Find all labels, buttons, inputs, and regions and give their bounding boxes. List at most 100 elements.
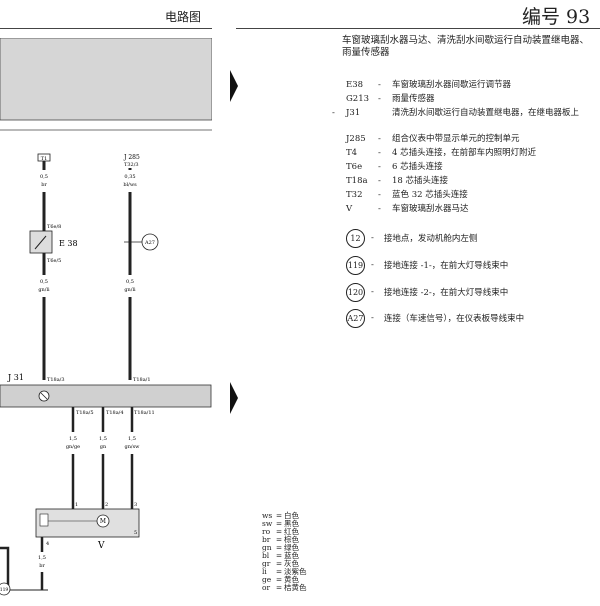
wire-1-mid-size: 0,5 [40,279,48,285]
legend-desc: 18 芯插头连接 [392,176,449,186]
color-eq: = [275,519,283,528]
motor-v-switch [39,513,49,527]
legend-code: T32 [346,190,363,200]
legend-dash: - [378,176,381,186]
legend-code: E38 [346,80,364,90]
pin-t18a11: T18a/11 [134,410,155,416]
color-code-item: gn=绿色 [262,544,299,552]
color-code-item: ws=白色 [262,512,299,520]
color-name: 黄色 [284,575,299,584]
wire-2-label-bg [122,170,138,192]
ground-legend-desc: 接地点，发动机舱内左侧 [383,234,478,244]
color-code: sw [262,519,273,528]
ground-circle-icon: 12 [346,228,365,248]
legend-desc: 清洗刮水间歇运行自动装置继电器，在继电器板上 [392,108,580,118]
pin-t18a5: T18a/5 [76,410,94,416]
color-name: 蓝色 [284,551,299,560]
ground-legend-desc: 接地连接 -1-，在前大灯导线束中 [383,261,509,271]
ground-wire-color: br [39,563,45,569]
legend-item: T18a-18 芯插头连接 [346,176,448,187]
wire-1-mid-label-bg [38,275,50,297]
out-2-label-bg [96,432,110,454]
color-code: or [262,583,271,592]
out-1-label-bg [64,432,83,454]
page-arrow-icon [230,382,238,414]
color-eq: = [275,567,283,576]
j31-relay-bar [0,384,212,408]
legend-dash: - [378,134,381,144]
color-eq: = [275,559,283,568]
ground-circle-icon: A27 [346,308,365,328]
color-eq: = [275,527,283,536]
color-code-item: br=棕色 [262,536,299,544]
out-3-size: 1,5 [128,436,136,442]
wire-1-color: br [41,182,47,188]
a27-connection-circle [141,233,159,251]
color-code: ws [262,511,273,520]
motor-icon-letter: M [100,518,106,525]
right-page-number: 编号 93 [522,6,591,28]
color-eq: = [275,535,283,544]
ground-119-circle [0,582,11,596]
color-name: 白色 [284,511,299,520]
ground-legend-desc: 连接（车速信号），在仪表板导线束中 [383,314,525,324]
legend-item: E38 - 车窗玻璃刮水器间歇运行调节器 [346,80,511,91]
color-code-item: li=淡紫色 [262,568,307,576]
ground-circle-icon: 120 [346,282,365,302]
color-code-item: gr=灰色 [262,560,299,568]
out-2-size: 1,5 [99,436,107,442]
color-eq: = [275,511,283,520]
legend-dash: - [371,233,374,243]
legend-dash: - [378,204,381,214]
legend-item: T6e-6 芯插头连接 [346,162,443,173]
color-code: ro [262,527,271,536]
legend-code: V [346,204,353,214]
legend-desc: 组合仪表中带显示单元的控制单元 [392,134,520,144]
wire-2-mid-label-bg [122,275,138,297]
top-grey-box [0,38,212,121]
color-name: 灰色 [284,559,299,568]
motor-v-box [35,508,140,538]
color-eq: = [275,543,283,552]
wiring-diagram: T1 J 285 T32/3 0,5 br T6e/8 E 38 T6e/5 0… [0,38,212,606]
pin-5: 5 [134,530,137,536]
legend-desc: 车窗玻璃刮水器间歇运行调节器 [392,80,512,90]
color-code-item: bl=蓝色 [262,552,299,560]
out-1-color: gn/ge [66,444,80,450]
header-rule-right [236,28,600,29]
wire-1-mid-color: gn/li [38,287,50,293]
legend-dash: - [378,80,381,90]
pin-2: 2 [105,502,108,508]
a27-label: A27 [144,240,155,246]
ground-119-label: 119 [0,587,8,593]
color-name: 黑色 [284,519,299,528]
color-code-item: sw=黑色 [262,520,299,528]
color-name: 绿色 [284,543,299,552]
wire-2-mid-size: 0,5 [126,279,134,285]
pin-3: 3 [134,502,137,508]
wire-1-label-bg [38,170,50,192]
color-name: 淡紫色 [284,567,307,576]
legend-item: J31-清洗刮水间歇运行自动装置继电器，在继电器板上 [332,108,600,119]
legend-item: T4-4 芯插头连接，在前部车内照明灯附近 [346,148,536,159]
legend-dash: - [378,94,381,104]
color-name: 桔黄色 [284,583,307,592]
legend-item: V-车窗玻璃刮水器马达 [346,204,469,215]
ground-legend-item: 12-接地点，发动机舱内左侧 [346,227,477,249]
legend-dash: - [371,287,374,297]
out-3-label-bg [121,432,143,454]
color-code-item: or=桔黄色 [262,584,307,592]
legend-code: J285 [346,134,366,144]
color-name: 棕色 [284,535,299,544]
motor-v-label: V [97,541,105,551]
connector-t1-label: T1 [41,156,48,162]
out-3-color: gn/sw [125,444,141,450]
color-code-item: ro=红色 [262,528,299,536]
diagram-title: 车窗玻璃刮水器马达、清洗刮水间歇运行自动装置继电器、雨量传感器 [342,35,590,58]
color-code-item: ge=黄色 [262,576,299,584]
pin-1: 1 [75,502,78,508]
wire-2-size: 0,35 [124,174,135,180]
ground-left-wire [0,546,10,590]
page-arrow-icon [230,70,238,102]
color-code: ge [262,575,272,584]
